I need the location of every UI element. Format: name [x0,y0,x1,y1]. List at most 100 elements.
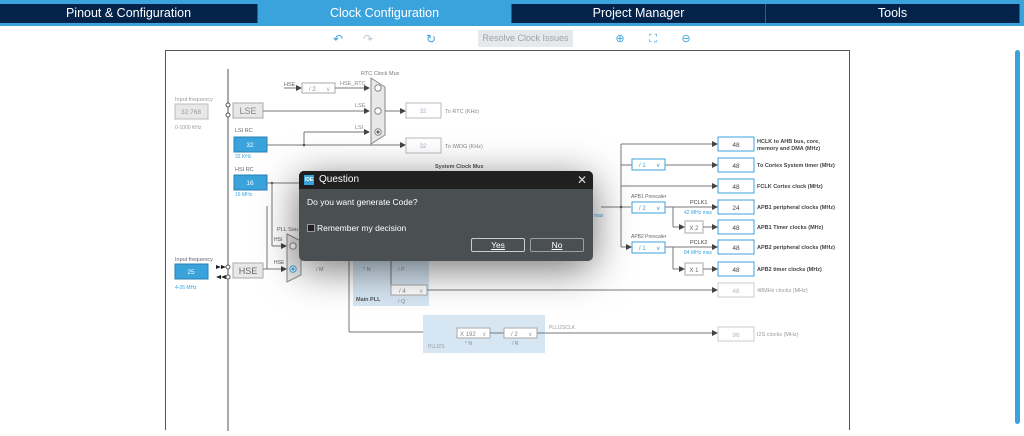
chevron-down-icon: ∨ [326,87,330,93]
tab-pinout-configuration[interactable]: Pinout & Configuration [0,4,258,23]
rtc-mux-input-lse: LSE [355,103,366,109]
output-i2s: 96 I2S clocks (MHz) [717,326,799,342]
plli2s-n-label: * N [465,341,472,347]
output-i2s-value: 96 [732,332,740,339]
output-cortex-timer-label: To Cortex System timer (MHz) [757,163,835,169]
refresh-icon[interactable]: ↻ [425,32,437,46]
apb1-prescaler-value: / 2 [639,206,646,212]
output-apb1-timer-value: 48 [732,225,740,232]
tab-tools[interactable]: Tools [766,4,1020,23]
remember-decision-checkbox[interactable]: Remember my decision [307,223,406,233]
chevron-down-icon: ∨ [419,289,423,295]
ahb-max-label: max [594,213,604,219]
lse-input-value: 32.768 [181,109,201,116]
main-pll-q-value: / 4 [399,289,406,295]
output-apb1-timer: 48 APB1 Timer clocks (MHz) [717,219,823,235]
checkbox-box[interactable] [307,224,315,232]
redo-icon[interactable]: ↷ [362,32,374,46]
output-apb2-peripheral-value: 48 [732,245,740,252]
iwdg-output-label: To IWDG (KHz) [445,144,483,150]
output-apb1-peripheral-label: APB1 peripheral clocks (MHz) [757,205,835,211]
close-icon[interactable]: ✕ [576,173,587,187]
vertical-scrollbar[interactable] [1015,50,1020,424]
main-pll-title: Main PLL [356,297,381,303]
cortex-timer-prescaler-select[interactable] [631,158,666,171]
dialog-titlebar: IDE Question ✕ [299,171,593,189]
chevron-down-icon: ∨ [656,246,660,252]
yes-button[interactable]: Yes [471,238,525,252]
pll-source-input-hse: HSE [274,260,285,266]
iwdg-output-box [405,137,442,154]
plli2s-r-label: / R [512,341,519,347]
lse-input-range: 0-1000 KHz [175,125,202,131]
output-48mhz: 48 48MHz clocks (MHz) [717,282,808,298]
system-clock-mux-title: System Clock Mux [435,164,485,170]
plli2s-r-value: / 2 [511,332,518,338]
output-apb2-timer: 48 APB2 timer clocks (MHz) [717,261,822,277]
output-apb2-peripheral-label: APB2 peripheral clocks (MHz) [757,245,835,251]
lsi-rc-value: 32 [246,142,254,149]
ide-app-icon: IDE [304,175,314,185]
lsi-rc-label: LSI RC [235,128,253,134]
question-dialog: IDE Question ✕ Do you want generate Code… [299,171,593,261]
zoom-in-icon[interactable]: ⊕ [615,33,625,45]
output-apb2-peripheral: 48 APB2 peripheral clocks (MHz) [717,239,835,255]
rtc-output-box [405,102,442,119]
undo-icon[interactable]: ↶ [332,32,344,46]
rtc-mux-radio-lse[interactable] [374,107,382,115]
pclk2-label: PCLK2 [690,240,707,246]
rtc-mux-radio-hse[interactable] [374,84,382,92]
rtc-output-value: 32 [420,109,427,115]
apb1-timer-multiplier-value: X 2 [689,226,699,232]
tab-project-manager[interactable]: Project Manager [512,4,766,23]
rtc-mux-title: RTC Clock Mux [361,71,400,77]
output-apb1-peripheral: 24 APB1 peripheral clocks (MHz) [717,199,835,215]
output-cortex-timer: 48 To Cortex System timer (MHz) [717,157,835,173]
lsi-rc-unit: 32 KHz [235,154,252,160]
main-pll-p-label: / P [398,267,405,273]
output-hclk-label: HCLK to AHB bus, core, [757,139,820,145]
tab-clock-configuration[interactable]: Clock Configuration [258,4,512,23]
iwdg-output-value: 32 [420,144,427,150]
rtc-mux-input-hse-rtc: HSE_RTC [340,81,366,87]
output-apb1-timer-label: APB1 Timer clocks (MHz) [757,225,823,231]
hse-input-box[interactable] [174,263,209,280]
output-fclk: 48 FCLK Cortex clock (MHz) [717,178,823,194]
chevron-down-icon: ∨ [528,332,532,338]
rtc-hse-divider-value: / 2 [309,87,316,93]
plli2s-output-label: PLLI2SCLK [549,325,576,331]
hse-input-label: Input frequency [175,257,213,263]
no-button[interactable]: No [530,238,584,252]
zoom-out-icon[interactable]: ⊖ [681,33,691,45]
chevron-down-icon: ∨ [656,206,660,212]
pclk2-max-label: 84 MHz max [684,250,713,256]
rtc-output-label: To RTC (KHz) [445,109,479,115]
remember-decision-label: Remember my decision [317,223,407,233]
fit-screen-icon[interactable]: ⛶ [649,33,657,45]
output-hclk-value: 48 [732,142,740,149]
lse-label: LSE [239,106,256,116]
main-pll-n-label: * N [363,267,371,273]
output-hclk: 48 HCLK to AHB bus, core, memory and DMA… [717,136,820,152]
output-apb2-timer-value: 48 [732,267,740,274]
top-navigation: Pinout & Configuration Clock Configurati… [0,0,1024,26]
clock-toolbar: ↶ ↷ ↻ Resolve Clock Issues ⊕ ⛶ ⊖ [0,28,1024,50]
hse-input-range: 4-26 MHz [175,285,197,291]
output-apb2-timer-label: APB2 timer clocks (MHz) [757,267,822,273]
plli2s-title: PLLI2S [428,344,445,350]
pll-source-radio-hsi[interactable] [289,242,297,250]
apb1-prescaler-title: APB1 Prescaler [631,194,667,200]
chevron-down-icon: ∨ [656,163,660,169]
lse-input-box[interactable] [174,103,209,120]
clock-tree-canvas: Input frequency 32.768 0-1000 KHz LSE RT… [165,50,850,431]
output-fclk-value: 48 [732,184,740,191]
lse-input-label: Input frequency [175,97,213,103]
plli2s-n-value: X 192 [460,332,476,338]
hse-label: HSE [239,266,258,276]
resolve-clock-issues-button[interactable]: Resolve Clock Issues [478,30,573,47]
chevron-down-icon: ∨ [482,332,486,338]
output-i2s-label: I2S clocks (MHz) [757,332,799,338]
pclk1-label: PCLK1 [690,200,707,206]
apb2-prescaler-title: APB2 Prescaler [631,234,667,240]
output-hclk-label-2: memory and DMA (MHz) [757,146,820,152]
